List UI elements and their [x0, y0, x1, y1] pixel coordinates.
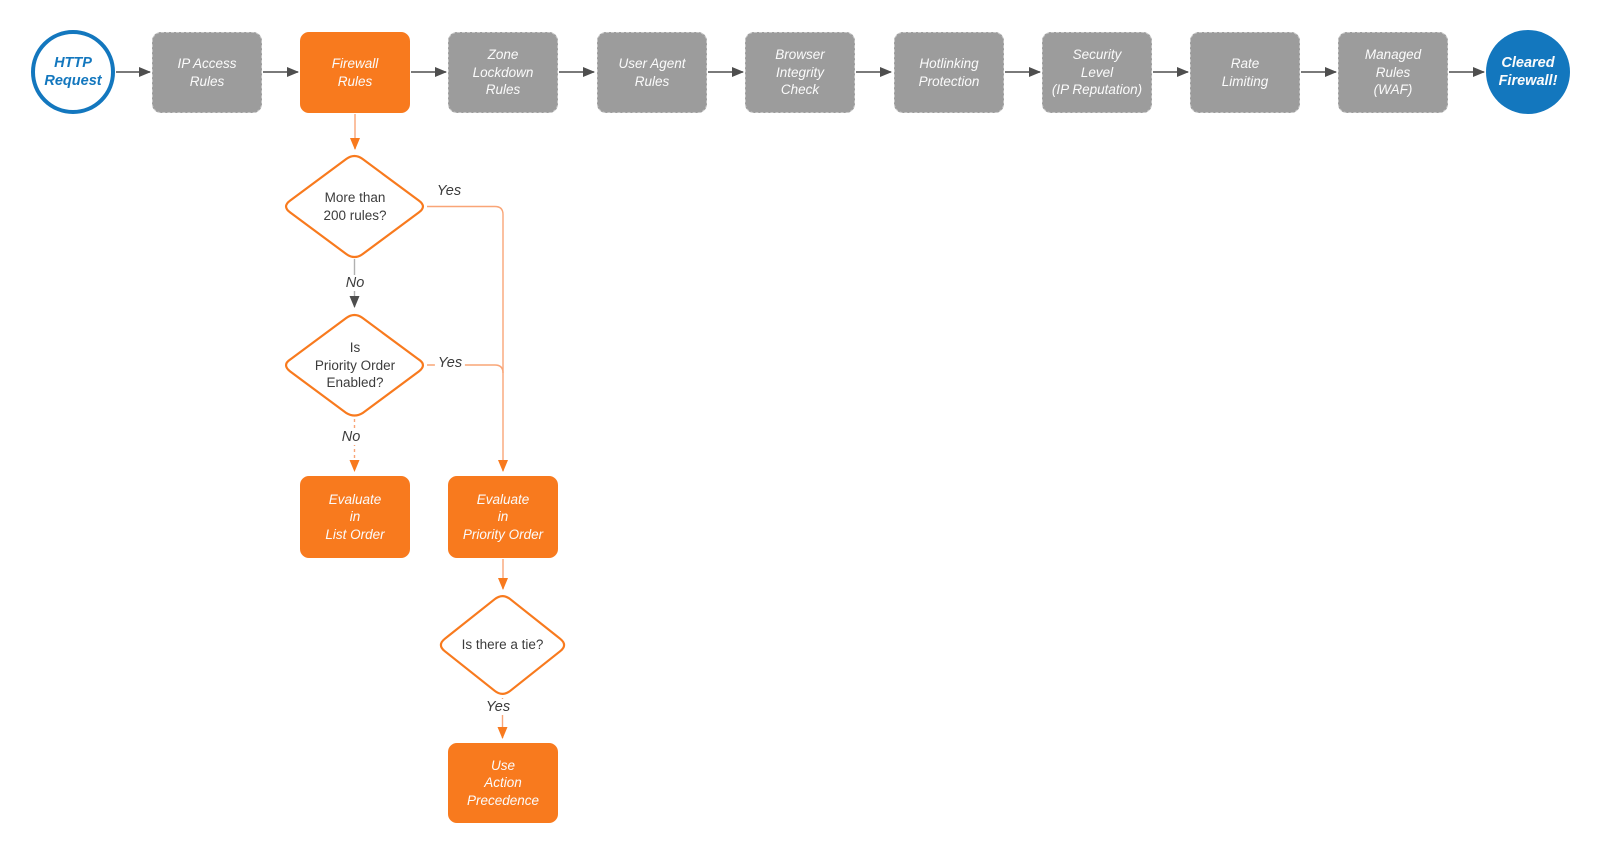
node-rate-limiting-label: Rate Limiting — [1221, 56, 1269, 89]
node-firewall-rules: Firewall Rules — [300, 32, 410, 113]
node-browser-integrity-check-label: Browser Integrity Check — [775, 47, 825, 98]
decision-is-there-a-tie-label: Is there a tie? — [461, 637, 544, 652]
node-user-agent-rules-label: User Agent Rules — [618, 56, 686, 89]
decision-is-there-a-tie-shape — [439, 595, 566, 695]
node-security-level: Security Level (IP Reputation) — [1042, 32, 1152, 113]
edge-label-more-200-no: No — [342, 275, 368, 291]
node-ip-access-rules: IP Access Rules — [152, 32, 262, 113]
node-firewall-rules-label: Firewall Rules — [331, 56, 379, 89]
decision-priority-order-enabled-shape — [284, 313, 425, 417]
edge-label-more-200-yes: Yes — [436, 183, 462, 199]
node-evaluate-in-list-order: Evaluate in List Order — [300, 476, 410, 558]
node-cleared-firewall-label: Cleared Firewall! — [1498, 54, 1558, 90]
edge-label-priority-enabled-yes: Yes — [434, 355, 466, 371]
node-browser-integrity-check: Browser Integrity Check — [745, 32, 855, 113]
edge-label-tie-yes: Yes — [482, 699, 514, 715]
edge-label-priority-enabled-no: No — [338, 429, 364, 445]
node-evaluate-in-list-order-label: Evaluate in List Order — [325, 491, 385, 542]
node-hotlinking-protection: Hotlinking Protection — [894, 32, 1004, 113]
decision-priority-order-enabled-label: Is Priority Order Enabled? — [314, 340, 396, 390]
decision-more-than-200-rules-label: More than 200 rules? — [323, 190, 387, 223]
decision-more-than-200-rules-shape — [284, 154, 425, 259]
edge-decision-priority-yes-join — [427, 364, 504, 374]
node-use-action-precedence: Use Action Precedence — [448, 743, 558, 823]
node-security-level-label: Security Level (IP Reputation) — [1051, 47, 1143, 98]
node-http-request: HTTP Request — [31, 30, 115, 114]
node-rate-limiting: Rate Limiting — [1190, 32, 1300, 113]
edge-decision-more-200-yes-to-evaluate-priority — [427, 205, 508, 472]
node-user-agent-rules: User Agent Rules — [597, 32, 707, 113]
node-http-request-label: HTTP Request — [44, 54, 102, 90]
node-evaluate-in-priority-order-label: Evaluate in Priority Order — [462, 491, 544, 542]
node-managed-rules-waf-label: Managed Rules (WAF) — [1364, 47, 1422, 98]
node-hotlinking-protection-label: Hotlinking Protection — [918, 56, 980, 89]
node-zone-lockdown-rules: Zone Lockdown Rules — [448, 32, 558, 113]
node-cleared-firewall: Cleared Firewall! — [1486, 30, 1570, 114]
node-ip-access-rules-label: IP Access Rules — [177, 56, 237, 89]
node-zone-lockdown-rules-label: Zone Lockdown Rules — [472, 47, 534, 98]
node-managed-rules-waf: Managed Rules (WAF) — [1338, 32, 1448, 113]
node-use-action-precedence-label: Use Action Precedence — [466, 757, 540, 808]
node-evaluate-in-priority-order: Evaluate in Priority Order — [448, 476, 558, 558]
